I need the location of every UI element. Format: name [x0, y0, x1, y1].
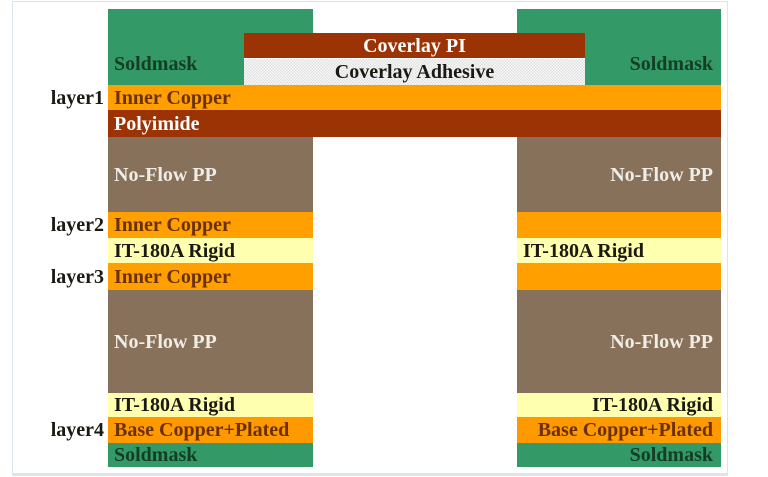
noflow-pp-upper-right-band: No-Flow PP — [517, 137, 721, 212]
layer2-inner-copper-label: Inner Copper — [114, 214, 231, 236]
base-copper-left-band: Base Copper+Plated — [108, 417, 313, 443]
noflow-pp-upper-left-band: No-Flow PP — [108, 137, 313, 212]
noflow-pp-lower-left-band: No-Flow PP — [108, 290, 313, 393]
polyimide-label: Polyimide — [114, 112, 200, 135]
coverlay-pi-label: Coverlay PI — [363, 34, 466, 57]
base-copper-right-label: Base Copper+Plated — [537, 419, 713, 441]
noflow-pp-lower-right-label: No-Flow PP — [610, 330, 713, 353]
layer2-inner-copper-right-band — [517, 212, 721, 238]
soldmask-bottom-left-label: Soldmask — [114, 444, 198, 466]
noflow-pp-upper-right-label: No-Flow PP — [610, 163, 713, 186]
coverlay-pi-band: Coverlay PI — [244, 33, 585, 58]
rigid-lower-right-band: IT-180A Rigid — [517, 393, 721, 417]
rigid-upper-right-band: IT-180A Rigid — [517, 238, 721, 263]
layer1-inner-copper-label: Inner Copper — [114, 86, 231, 109]
rigid-upper-left-band: IT-180A Rigid — [108, 238, 313, 263]
layer1-marker: layer1 — [50, 86, 104, 109]
layer2-inner-copper-left-band: Inner Copper — [108, 212, 313, 238]
coverlay-adhesive-band: Coverlay Adhesive — [244, 58, 585, 85]
layer3-inner-copper-left-band: Inner Copper — [108, 263, 313, 290]
layer3-inner-copper-right-band — [517, 263, 721, 290]
rigid-upper-left-label: IT-180A Rigid — [114, 239, 235, 262]
rigid-lower-left-label: IT-180A Rigid — [114, 394, 235, 416]
base-copper-left-label: Base Copper+Plated — [114, 419, 290, 441]
noflow-pp-lower-right-band: No-Flow PP — [517, 290, 721, 393]
noflow-pp-upper-left-label: No-Flow PP — [114, 163, 217, 186]
soldmask-top-left-label: Soldmask — [114, 53, 198, 75]
rigid-upper-right-label: IT-180A Rigid — [523, 239, 644, 262]
polyimide-band: Polyimide — [108, 110, 721, 137]
soldmask-bottom-right-label: Soldmask — [629, 444, 713, 466]
soldmask-bottom-right-band: Soldmask — [517, 443, 721, 467]
soldmask-bottom-left-band: Soldmask — [108, 443, 313, 467]
layer3-inner-copper-label: Inner Copper — [114, 265, 231, 288]
noflow-pp-lower-left-label: No-Flow PP — [114, 330, 217, 353]
layer2-marker: layer2 — [50, 214, 104, 236]
rigid-lower-left-band: IT-180A Rigid — [108, 393, 313, 417]
layer4-marker: layer4 — [50, 419, 104, 441]
soldmask-top-right-label: Soldmask — [629, 53, 713, 75]
layer1-inner-copper-band: Inner Copper — [108, 85, 721, 110]
rigid-lower-right-label: IT-180A Rigid — [592, 394, 713, 416]
coverlay-adhesive-label: Coverlay Adhesive — [334, 61, 495, 83]
layer3-marker: layer3 — [50, 265, 104, 288]
base-copper-right-band: Base Copper+Plated — [517, 417, 721, 443]
